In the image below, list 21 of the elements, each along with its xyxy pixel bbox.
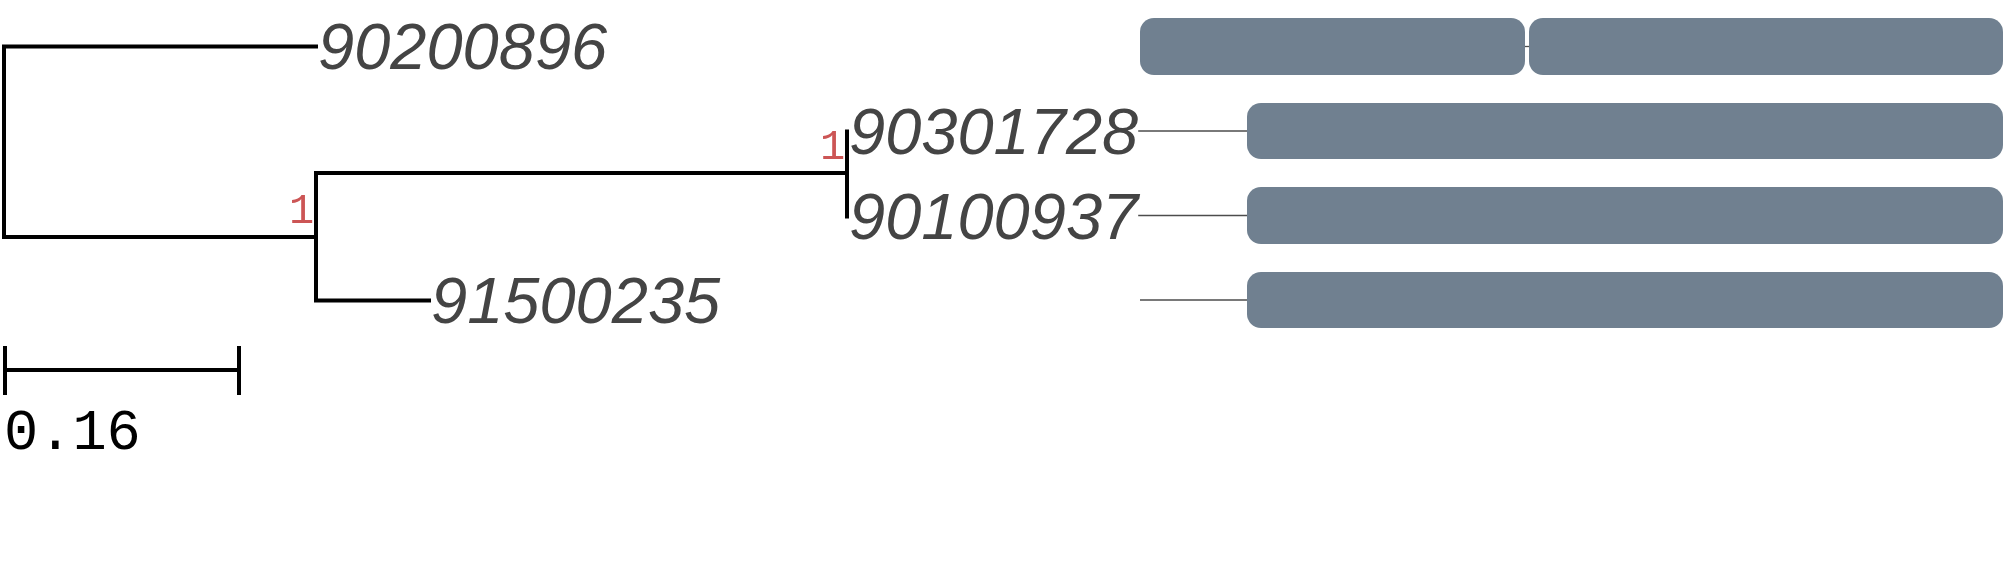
support-value: 1 (820, 128, 845, 171)
support-value: 1 (289, 192, 314, 235)
domain-bar (1247, 272, 2003, 328)
domain-bar (1529, 18, 2003, 75)
tree-branch (314, 171, 847, 237)
tree-branch (845, 173, 850, 219)
backbone-line (1524, 45, 1530, 48)
taxon-label: 90301728 (849, 99, 1139, 164)
domain-bar (1247, 103, 2003, 159)
backbone-line (1137, 214, 1248, 217)
domain-bar (1140, 18, 1525, 75)
tree-branch (314, 237, 431, 303)
tree-branch (2, 44, 318, 239)
taxon-label: 90100937 (849, 184, 1139, 249)
taxon-label: 91500235 (431, 268, 721, 333)
scale-label: 0.16 (4, 406, 141, 463)
backbone-line (1139, 299, 1248, 301)
domain-bar (1247, 187, 2003, 244)
taxon-label: 90200896 (318, 14, 608, 79)
backbone-line (1137, 130, 1248, 132)
tree-branch (845, 129, 850, 173)
